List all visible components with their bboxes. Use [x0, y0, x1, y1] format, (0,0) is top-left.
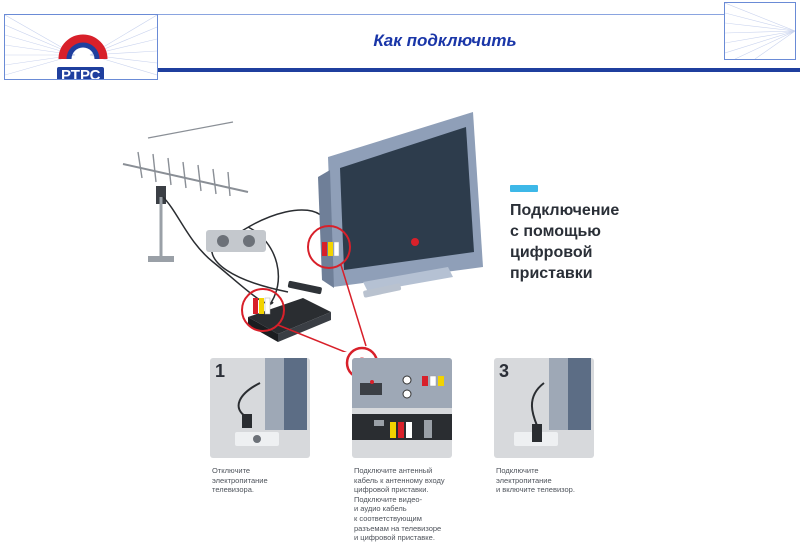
- logo-arc-red: [58, 34, 108, 60]
- illustration-caption: Подключение с помощью цифровой приставки: [510, 200, 670, 284]
- callout-line-tv: [340, 264, 367, 347]
- tv-remote-icon: [363, 283, 402, 298]
- step-3-panel: 3: [494, 358, 594, 458]
- step-1-panel: 1: [210, 358, 310, 458]
- connection-illustration: [122, 112, 483, 352]
- header-decoration: [724, 2, 796, 60]
- caption-line: с помощью: [510, 223, 601, 240]
- step-text-line: разъемам на телевизоре: [354, 523, 442, 533]
- tv-rca-white: [333, 241, 340, 257]
- step-2-text: Подключите антенный кабель к антенному в…: [354, 466, 445, 543]
- step-text-line: Подключите: [496, 466, 539, 475]
- logo-text: РТРС: [57, 67, 105, 79]
- step-2-panel: [352, 358, 452, 458]
- logo-graphic: [5, 15, 157, 76]
- callout-line-box: [277, 324, 348, 352]
- step-text-line: Подключите антенный: [354, 466, 433, 475]
- caption-line: приставки: [510, 265, 593, 282]
- caption-line: Подключение: [510, 202, 620, 219]
- antenna-icon: [122, 121, 249, 262]
- step-1-text: Отключите электропитание телевизора.: [212, 466, 268, 495]
- tv-icon: [318, 112, 483, 292]
- step-text-line: к соответствующим: [354, 513, 422, 523]
- logo: РТРС: [4, 14, 158, 80]
- step-text-line: Подключите видео-: [354, 494, 423, 504]
- power-socket-icon: [206, 230, 266, 252]
- header-rule-bottom: [156, 68, 800, 72]
- step-text-line: и цифровой приставке.: [354, 533, 435, 543]
- illustration-tag: [510, 185, 538, 192]
- unplug-illustration: [235, 358, 307, 446]
- step-text-line: электропитание: [212, 475, 268, 485]
- step-text-line: и включите телевизор.: [496, 485, 575, 495]
- step-text-line: и аудио кабель: [354, 504, 407, 514]
- step-3-number: 3: [499, 361, 510, 381]
- caption-line: цифровой: [510, 244, 593, 261]
- plug-in-illustration: [514, 358, 591, 446]
- step-text-line: Отключите: [212, 466, 251, 475]
- header: РТРС Как подключить: [0, 0, 800, 80]
- connectors-illustration: [352, 358, 452, 440]
- highlight-circle-box: [241, 288, 285, 332]
- logo-arc-blue: [66, 42, 100, 60]
- step-text-line: кабель к антенному входу: [354, 475, 445, 485]
- tv-rca-yellow: [328, 242, 333, 256]
- step-text-line: электропитание: [496, 475, 552, 485]
- tv-rca-red: [322, 242, 327, 256]
- receiver-remote-icon: [287, 280, 322, 295]
- highlight-circle-tv: [307, 225, 351, 269]
- step-text-line: цифровой приставки.: [354, 485, 429, 495]
- page-title: Как подключить: [373, 31, 517, 50]
- step-3-text: Подключите электропитание и включите тел…: [496, 466, 575, 495]
- header-rule-top: [156, 14, 724, 15]
- step-text-line: телевизора.: [212, 485, 254, 495]
- set-top-box-icon: [248, 297, 331, 342]
- step-1-number: 1: [215, 361, 226, 381]
